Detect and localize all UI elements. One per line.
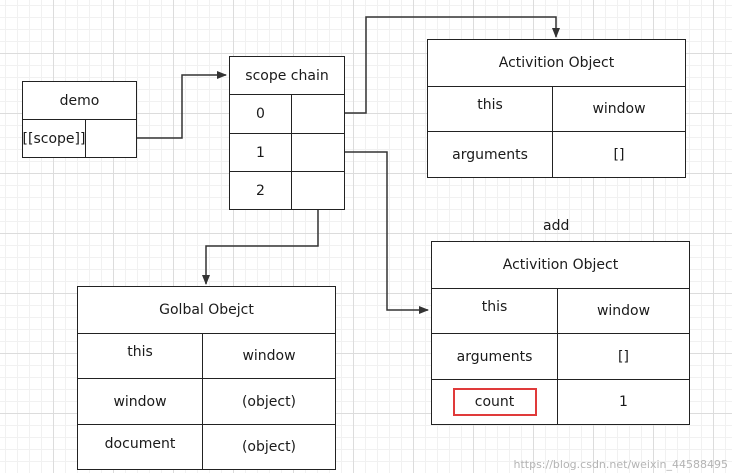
activation-object-1-value-this: window bbox=[552, 86, 686, 132]
activation-object-1-value-arguments: [] bbox=[552, 131, 686, 178]
activation-object-1-key-arguments: arguments bbox=[427, 131, 553, 178]
global-object-key-this: this bbox=[77, 333, 203, 379]
demo-title-cell: demo bbox=[22, 81, 137, 120]
add-function-label: add bbox=[543, 218, 570, 234]
arrow-scope-chain-to-global-object bbox=[202, 210, 319, 285]
scope-chain-index-2: 2 bbox=[229, 171, 292, 210]
watermark-text: https://blog.csdn.net/weixin_44588495 bbox=[513, 458, 728, 471]
activation-object-2-value-this: window bbox=[557, 288, 690, 334]
scope-chain-index-1: 1 bbox=[229, 133, 292, 172]
activation-object-2-value-count: 1 bbox=[557, 379, 690, 425]
count-highlight-box bbox=[453, 388, 537, 416]
activation-object-2-title: Activition Object bbox=[431, 241, 690, 289]
arrow-scope0-to-activation-object bbox=[344, 16, 560, 114]
global-object-key-document: document bbox=[77, 424, 203, 470]
scope-chain-pointer-1 bbox=[291, 133, 345, 172]
activation-object-2-key-arguments: arguments bbox=[431, 333, 558, 380]
activation-object-1-key-this: this bbox=[427, 86, 553, 132]
arrow-demo-to-scope-chain bbox=[137, 71, 227, 139]
global-object-title: Golbal Obejct bbox=[77, 286, 336, 334]
global-object-value-this: window bbox=[202, 333, 336, 379]
scope-chain-title-cell: scope chain bbox=[229, 56, 345, 95]
activation-object-2-key-this: this bbox=[431, 288, 558, 334]
arrow-scope1-to-add-activation-object bbox=[344, 151, 429, 314]
demo-scope-label-cell: [[scope]] bbox=[22, 119, 86, 158]
global-object-value-document: (object) bbox=[202, 424, 336, 470]
global-object-value-window: (object) bbox=[202, 378, 336, 425]
scope-chain-index-0: 0 bbox=[229, 94, 292, 134]
global-object-key-window: window bbox=[77, 378, 203, 425]
demo-scope-pointer-cell bbox=[85, 119, 137, 158]
activation-object-2-value-arguments: [] bbox=[557, 333, 690, 380]
activation-object-1-title: Activition Object bbox=[427, 39, 686, 87]
scope-chain-pointer-2 bbox=[291, 171, 345, 210]
scope-chain-pointer-0 bbox=[291, 94, 345, 134]
